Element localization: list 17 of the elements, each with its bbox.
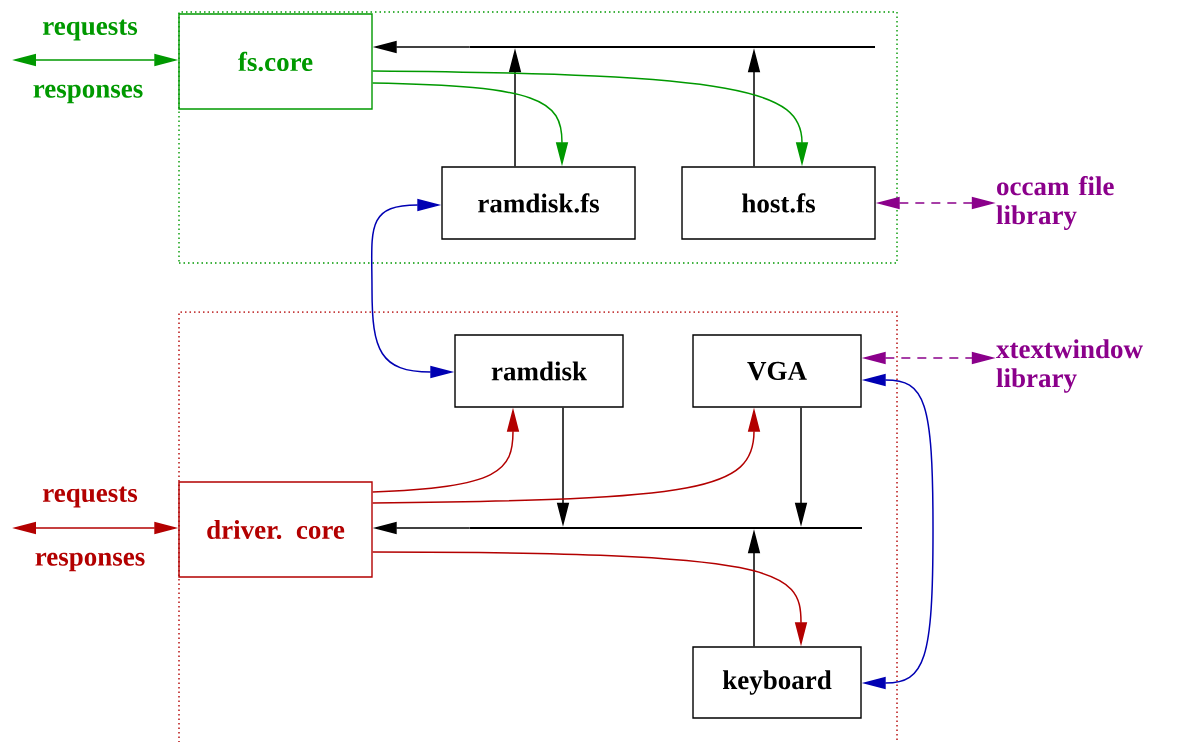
process-box: driver. core <box>178 481 373 578</box>
process-box: fs.core <box>178 13 373 110</box>
bus-line <box>470 527 862 529</box>
library-label: occam file library <box>996 176 1114 230</box>
signal-label: responses <box>33 84 143 104</box>
process-box: keyboard <box>692 646 862 719</box>
process-box: ramdisk.fs <box>441 166 636 240</box>
edge-label: requests <box>41 485 139 509</box>
process-box: host.fs <box>681 166 876 240</box>
process-box: VGA <box>692 334 862 408</box>
dotted-frame <box>178 11 898 264</box>
library-label: xtextwindow library <box>996 339 1143 393</box>
signal-label: responses <box>35 552 145 572</box>
dotted-frame <box>178 311 898 742</box>
process-box: ramdisk <box>454 334 624 408</box>
bus-line <box>470 46 875 48</box>
edge-label: requests <box>41 18 139 42</box>
